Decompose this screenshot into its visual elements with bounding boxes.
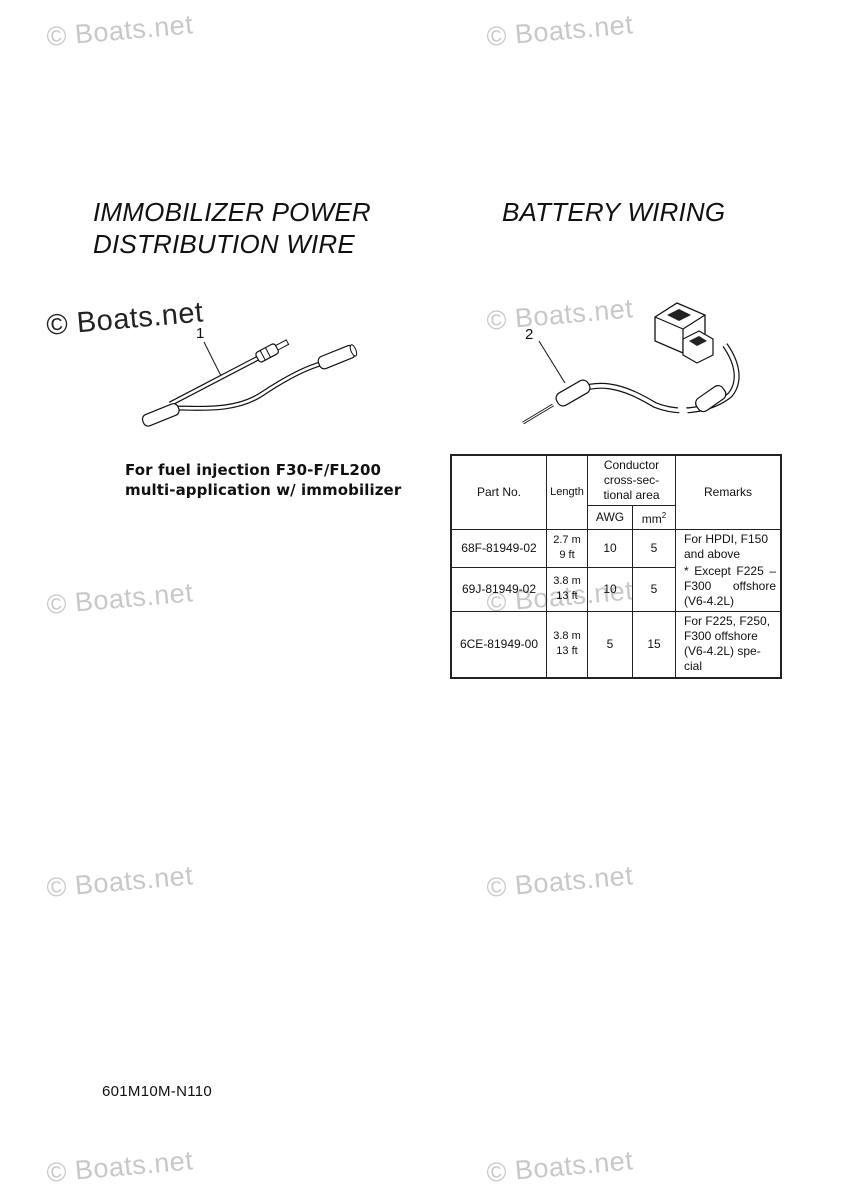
watermark: © Boats.net — [45, 860, 195, 904]
watermark: © Boats.net — [485, 1145, 635, 1189]
document-code: 601M10M-N110 — [102, 1083, 213, 1100]
header-awg: AWG — [587, 505, 633, 530]
remark-cell: For F225, F250, F300 offshore (V6-4.2L) … — [675, 611, 782, 678]
header-part-no: Part No. — [450, 454, 547, 530]
header-length: Length — [546, 454, 588, 530]
section-title-battery-wiring: BATTERY WIRING — [502, 197, 726, 227]
watermark: © Boats.net — [45, 1145, 195, 1189]
callout-number: 1 — [196, 325, 204, 342]
battery-wiring-illustration: 2 — [522, 302, 740, 425]
header-remarks: Remarks — [675, 454, 782, 530]
watermark: © Boats.net — [45, 577, 195, 621]
watermark: © Boats.net — [485, 860, 635, 904]
watermark: © Boats.net — [485, 9, 635, 53]
header-mm2: mm2 — [632, 505, 676, 530]
watermark: © Boats.net — [45, 9, 195, 53]
battery-wiring-table: Part No. Length Conductor cross-sec- tio… — [450, 454, 782, 679]
header-conductor: Conductor cross-sec- tional area — [587, 454, 676, 506]
callout-number: 2 — [525, 326, 533, 343]
immobilizer-caption: For fuel injection F30-F/FL200 multi-app… — [125, 461, 402, 499]
remark-cell: For HPDI, F150 and above * Except F225 –… — [675, 529, 782, 612]
immobilizer-wire-illustration: 1 — [141, 325, 358, 427]
section-title-immobilizer: IMMOBILIZER POWER DISTRIBUTION WIRE — [93, 197, 371, 259]
